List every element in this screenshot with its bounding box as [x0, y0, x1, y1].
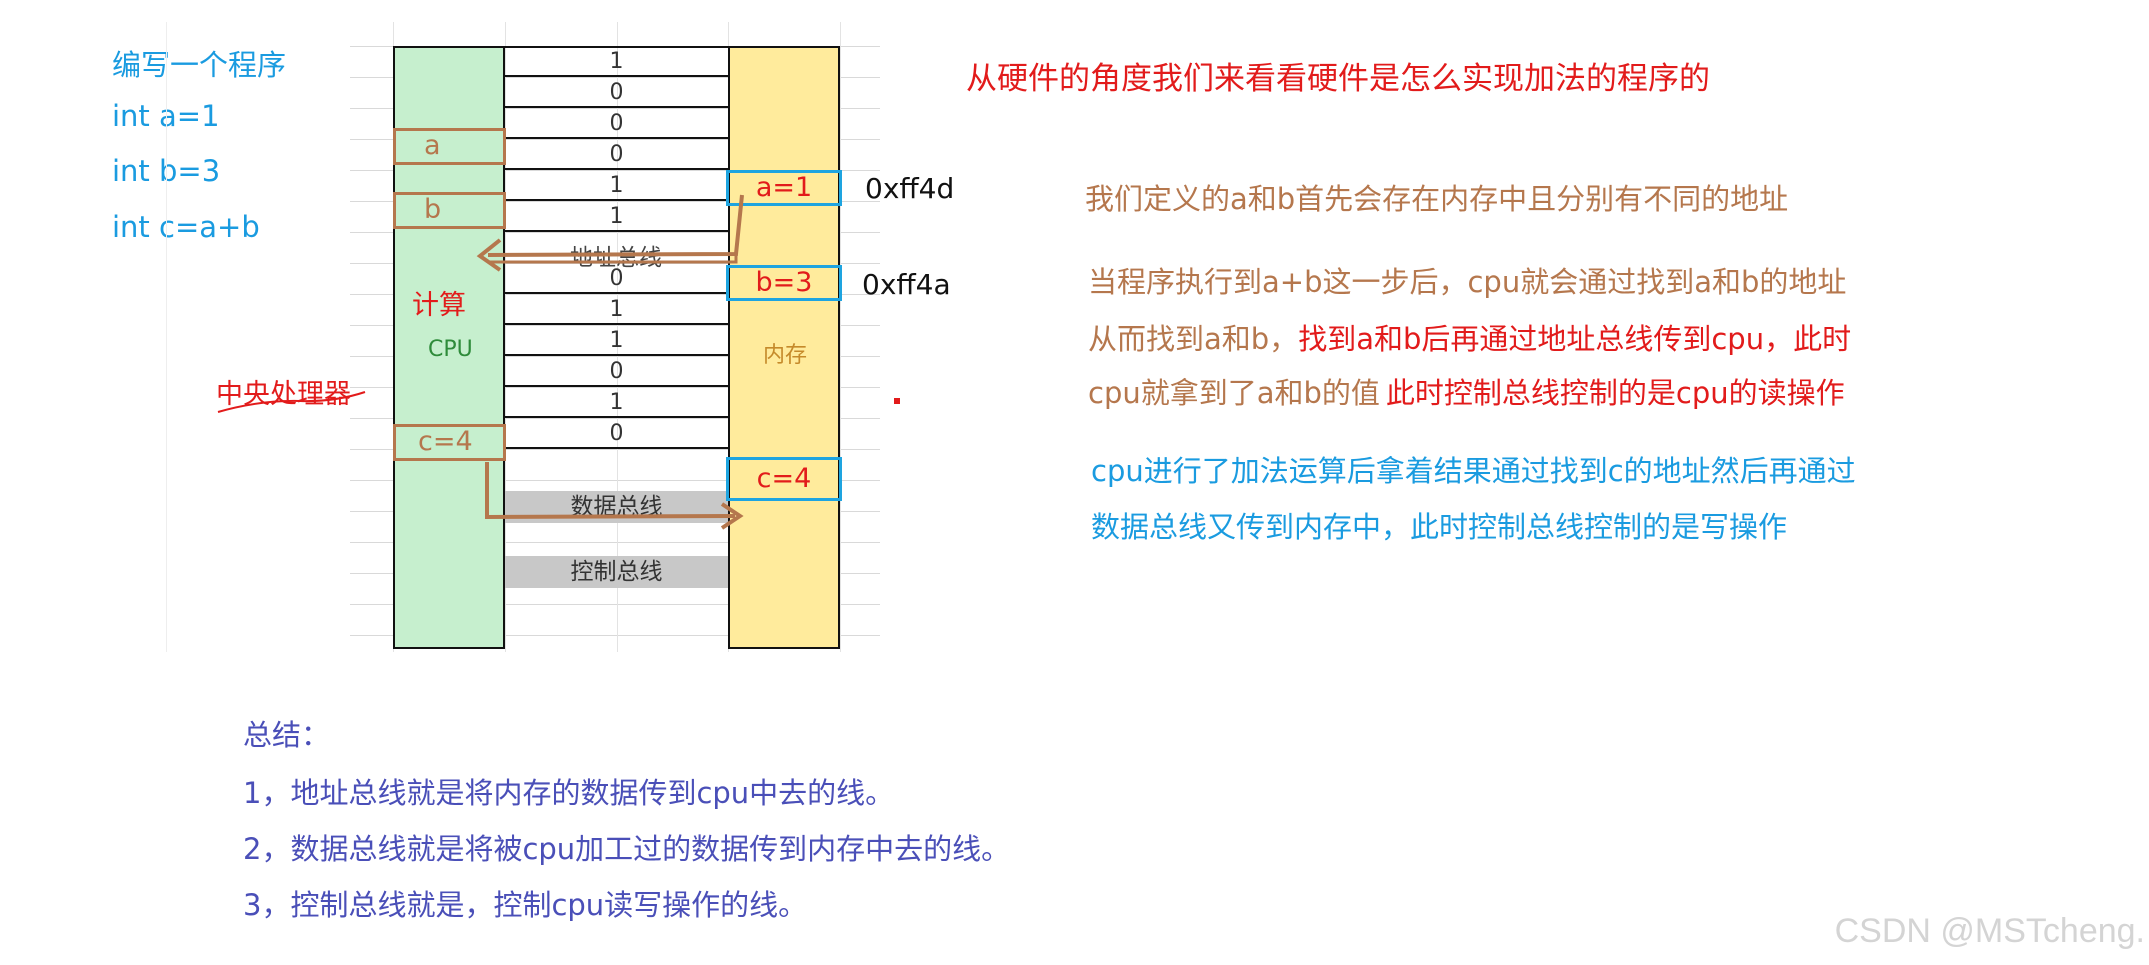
cpu-handwritten-label: 中央处理器: [216, 379, 351, 410]
memory-label: 内存: [763, 343, 808, 368]
explanation-p2-line3-red: 此时控制总线控制的是cpu的读操作: [1385, 376, 1845, 410]
compute-label: 计算: [412, 290, 466, 321]
bit-cell: 1: [505, 387, 728, 418]
code-line-a: int a=1: [112, 99, 220, 133]
register-a: a: [393, 128, 506, 165]
page-divider: [166, 22, 167, 652]
bit-cell: 0: [505, 108, 728, 139]
explanation-p2-line2-red: 找到a和b后再通过地址总线传到cpu，此时: [1298, 322, 1852, 356]
address-bus-arrowhead: [476, 238, 502, 272]
explanation-p1: 我们定义的a和b首先会存在内存中且分别有不同的地址: [1085, 182, 1789, 216]
summary-item-1: 1，地址总线就是将内存的数据传到cpu中去的线。: [243, 776, 895, 810]
data-bus-arrow: [485, 462, 736, 520]
red-dot: [894, 398, 900, 404]
code-title: 编写一个程序: [112, 48, 287, 82]
control-bus-bar: 控制总线: [505, 556, 728, 588]
explanation-p2-line3-brown: cpu就拿到了a和b的值: [1088, 376, 1380, 410]
cpu-block: [393, 46, 505, 649]
bit-cell: 0: [505, 139, 728, 170]
address-bus-arrow: [487, 194, 744, 257]
bit-cell: 1: [505, 201, 728, 232]
main-heading: 从硬件的角度我们来看看硬件是怎么实现加法的程序的: [966, 61, 1710, 97]
bit-cell: 1: [505, 46, 728, 77]
memory-cell-a: a=1: [726, 170, 842, 206]
summary-item-3: 3，控制总线就是，控制cpu读写操作的线。: [243, 888, 808, 922]
explanation-p3-line1: cpu进行了加法运算后拿着结果通过找到c的地址然后再通过: [1091, 454, 1856, 488]
explanation-p2-line2-brown: 从而找到a和b，: [1088, 322, 1299, 356]
watermark: CSDN @MSTcheng.: [1834, 912, 2145, 950]
data-bus-arrowhead: [720, 502, 744, 530]
explanation-p2-line1: 当程序执行到a+b这一步后，cpu就会通过找到a和b的地址: [1088, 265, 1847, 299]
address-a: 0xff4d: [865, 172, 955, 205]
register-b: b: [393, 192, 506, 229]
cpu-label: CPU: [428, 337, 473, 362]
bit-cell: 1: [505, 170, 728, 201]
bit-cell: 0: [505, 263, 728, 294]
memory-cell-b: b=3: [726, 265, 842, 301]
handwritten-underline: [217, 391, 366, 413]
explanation-p2-line3: cpu就拿到了a和b的值此时控制总线控制的是cpu的读操作: [1088, 370, 1845, 412]
memory-cell-c: c=4: [726, 457, 842, 501]
memory-block: [728, 46, 840, 649]
bit-cell: 0: [505, 77, 728, 108]
address-b: 0xff4a: [862, 268, 951, 301]
summary-title: 总结：: [243, 718, 331, 752]
bit-cell: 0: [505, 356, 728, 387]
bit-cell: 1: [505, 294, 728, 325]
register-c: c=4: [393, 424, 506, 461]
bit-cell: 1: [505, 325, 728, 356]
explanation-p2-line2: 从而找到a和b，找到a和b后再通过地址总线传到cpu，此时: [1088, 316, 1851, 358]
summary-item-2: 2，数据总线就是将被cpu加工过的数据传到内存中去的线。: [243, 832, 1011, 866]
code-line-c: int c=a+b: [112, 210, 260, 244]
address-bus-arrow-line: [488, 254, 738, 264]
address-bus-label: 地址总线: [570, 245, 662, 271]
bit-cell: 0: [505, 418, 728, 449]
explanation-p3-line2: 数据总线又传到内存中，此时控制总线控制的是写操作: [1091, 510, 1788, 544]
